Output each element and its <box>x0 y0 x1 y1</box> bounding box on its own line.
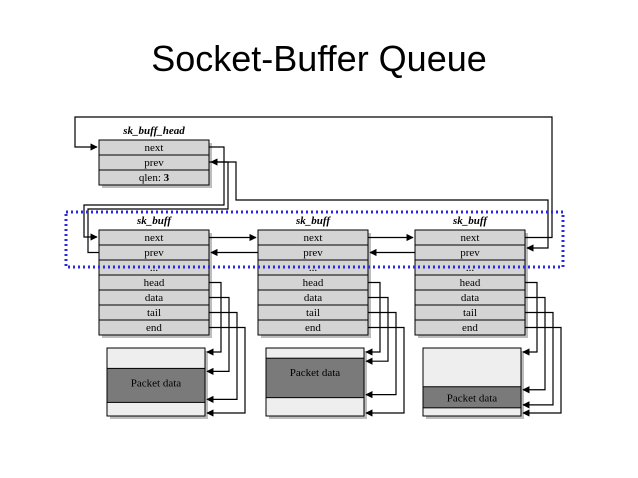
ptr-data-1 <box>206 296 230 375</box>
packet-data-label-3: Packet data <box>447 392 498 404</box>
skbuff-1-field-label-2: prev <box>144 247 164 259</box>
slide-title: Socket-Buffer Queue <box>151 38 487 79</box>
ptr-head-2 <box>365 281 381 356</box>
skbuff-3-field-label-2: prev <box>460 247 480 259</box>
head-field-label-1: next <box>145 142 164 154</box>
skbuff-1-field-label-4: head <box>144 277 165 289</box>
skbuff-1-field-label-6: tail <box>147 307 161 319</box>
skbuff-label-2: sk_buff <box>295 215 331 227</box>
ptr-tail-3 <box>522 311 554 409</box>
skbuff-1-field-label-5: data <box>145 292 163 304</box>
skbuff-2-field-label-4: head <box>303 277 324 289</box>
skbuff-label-3: sk_buff <box>452 215 488 227</box>
highlight-next-prev-box <box>64 210 565 269</box>
skbuff-2-field-label-6: tail <box>306 307 320 319</box>
head-field-label-3: qlen: 3 <box>139 172 170 184</box>
packet-data-label-2: Packet data <box>290 367 341 379</box>
ptr-tail-2 <box>365 311 397 399</box>
skbuff-3-field-label-1: next <box>461 232 480 244</box>
skbuff-3-field-label-7: end <box>462 322 478 334</box>
ptr-end-1 <box>206 326 246 417</box>
ptr-data-3 <box>522 296 546 394</box>
skbuff-2-field-label-7: end <box>305 322 321 334</box>
head-field-label-2: prev <box>144 157 164 169</box>
link-head-prev <box>209 161 549 252</box>
packet-data-fill-1 <box>106 367 206 403</box>
ptr-end-2 <box>365 326 405 417</box>
skbuff-1-field-label-3: ... <box>150 262 159 274</box>
head-field-3 <box>98 169 210 186</box>
skbuff-3-field-label-5: data <box>461 292 479 304</box>
link-head-next <box>83 146 225 241</box>
skbuff-2-field-label-1: next <box>304 232 323 244</box>
skbuff-label-1: sk_buff <box>136 215 172 227</box>
ptr-head-1 <box>206 281 222 356</box>
link-first-prev-to-head <box>87 158 229 254</box>
link-last-next-to-head <box>74 116 553 239</box>
ptr-tail-1 <box>206 311 238 403</box>
packet-data-fill-3 <box>422 386 522 409</box>
head-struct-label: sk_buff_head <box>122 125 185 137</box>
ptr-data-2 <box>365 296 389 365</box>
skbuff-3-field-label-6: tail <box>463 307 477 319</box>
ptr-head-3 <box>522 281 538 356</box>
skbuff-3-field-label-4: head <box>460 277 481 289</box>
skbuff-1-field-label-7: end <box>146 322 162 334</box>
skbuff-2-field-label-2: prev <box>303 247 323 259</box>
skbuff-1-field-label-1: next <box>145 232 164 244</box>
skbuff-2-field-label-5: data <box>304 292 322 304</box>
ptr-end-3 <box>522 326 562 417</box>
packet-data-label-1: Packet data <box>131 377 182 389</box>
skbuff-2-field-label-3: ... <box>309 262 318 274</box>
packet-data-fill-2 <box>265 357 365 399</box>
skbuff-3-field-label-3: ... <box>466 262 475 274</box>
